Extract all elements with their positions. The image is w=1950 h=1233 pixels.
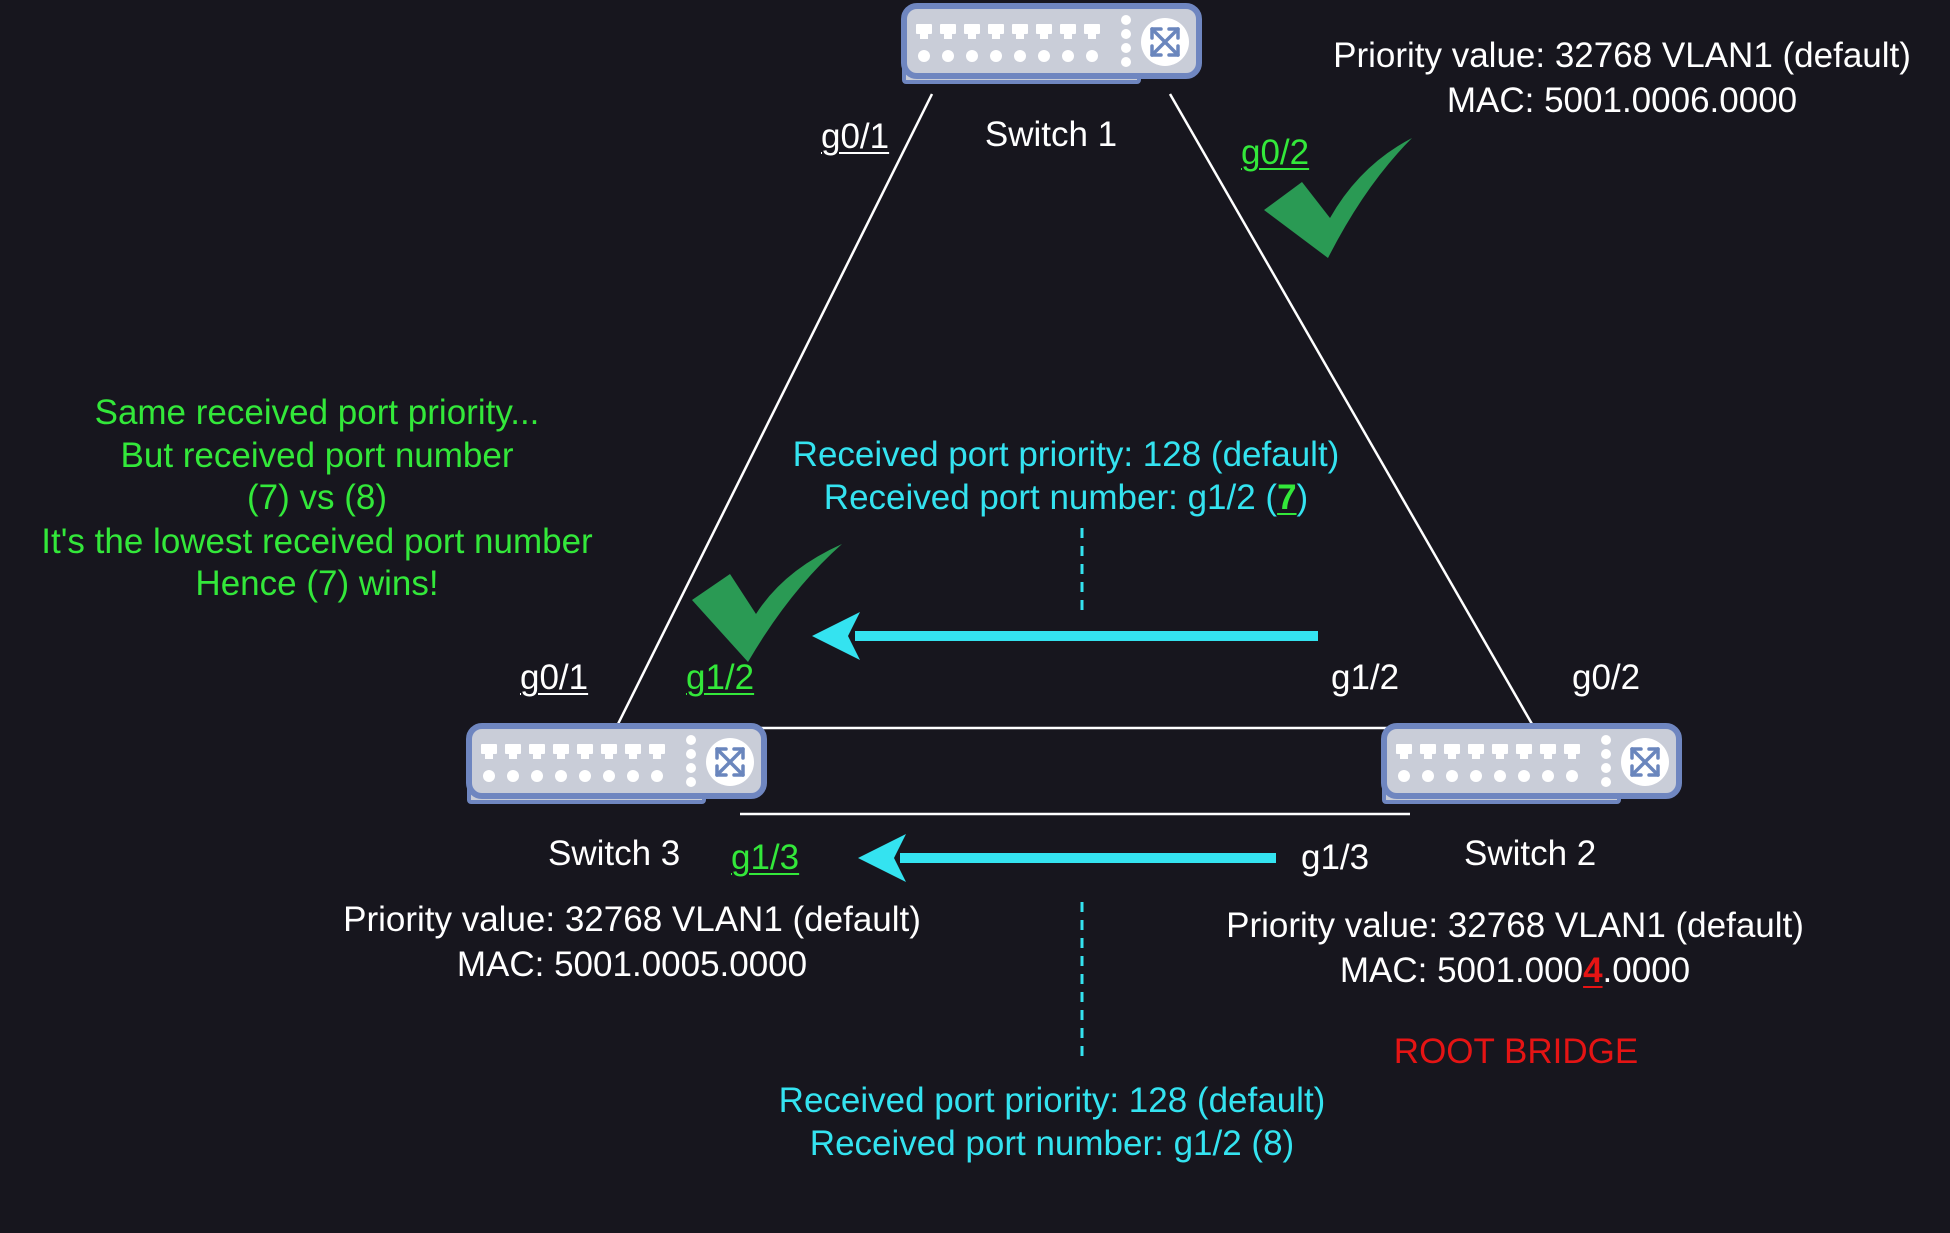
switch-3-name: Switch 3 (548, 834, 681, 873)
switch-1-port-g0-1: g0/1 (821, 117, 890, 156)
lower-received-port-number: Received port number: g1/2 (8) (809, 1124, 1295, 1163)
checkmark-icon (1264, 138, 1412, 258)
switch-2-port-g1-2: g1/2 (1331, 658, 1400, 697)
upper-port-number-prefix: Received port number: g1/2 ( (823, 478, 1278, 517)
switch-2-mac: MAC: 5001.0004.0000 (1340, 949, 1690, 993)
explanation-line-5: Hence (7) wins! (195, 564, 439, 603)
left-arrow-icon (858, 834, 1276, 882)
switch-2-mac-suffix: .0000 (1602, 951, 1691, 990)
explanation-line-1: Same received port priority... (94, 393, 540, 432)
switch-2-mac-highlight: 4 (1583, 951, 1603, 990)
upper-port-number-highlight: 7 (1277, 478, 1297, 517)
checkmark-icon (692, 544, 842, 662)
upper-received-port-number: Received port number: g1/2 (7) (824, 476, 1308, 520)
left-arrow-icon (812, 612, 1318, 660)
explanation-line-4: It's the lowest received port number (41, 522, 593, 561)
switch-2-icon (1384, 726, 1679, 802)
switch-1-name: Switch 1 (984, 115, 1118, 154)
switch-1-priority: Priority value: 32768 VLAN1 (default) (1333, 36, 1911, 75)
lower-received-port-priority: Received port priority: 128 (default) (778, 1081, 1326, 1120)
switch-1-mac: MAC: 5001.0006.0000 (1446, 81, 1798, 120)
switch-3-port-g0-1: g0/1 (520, 658, 589, 697)
switch-3-priority: Priority value: 32768 VLAN1 (default) (343, 900, 921, 939)
link-sw1-g0-2-to-sw2-g0-2 (1168, 93, 1534, 725)
links (616, 93, 1534, 816)
switch-3-icon (469, 726, 764, 802)
switch-2-name: Switch 2 (1464, 834, 1597, 873)
switch-2-port-g0-2: g0/2 (1572, 658, 1641, 697)
switch-1-port-g0-2: g0/2 (1241, 133, 1310, 172)
upper-port-number-suffix: ) (1296, 478, 1309, 517)
link-sw1-g0-1-to-sw3-g0-1 (616, 93, 934, 725)
switch-3-port-g1-2: g1/2 (686, 658, 755, 697)
explanation-line-3: (7) vs (8) (247, 478, 387, 517)
switch-3-port-g1-3: g1/3 (731, 838, 800, 877)
upper-received-port-priority: Received port priority: 128 (default) (792, 435, 1340, 474)
root-bridge-label: ROOT BRIDGE (1393, 1032, 1639, 1071)
switch-2-priority: Priority value: 32768 VLAN1 (default) (1226, 906, 1804, 945)
switch-2-mac-prefix: MAC: 5001.000 (1339, 951, 1584, 990)
switch-3-mac: MAC: 5001.0005.0000 (456, 945, 808, 984)
switch-2-port-g1-3: g1/3 (1301, 838, 1370, 877)
switch-1-icon (904, 6, 1199, 82)
explanation-line-2: But received port number (120, 436, 514, 475)
